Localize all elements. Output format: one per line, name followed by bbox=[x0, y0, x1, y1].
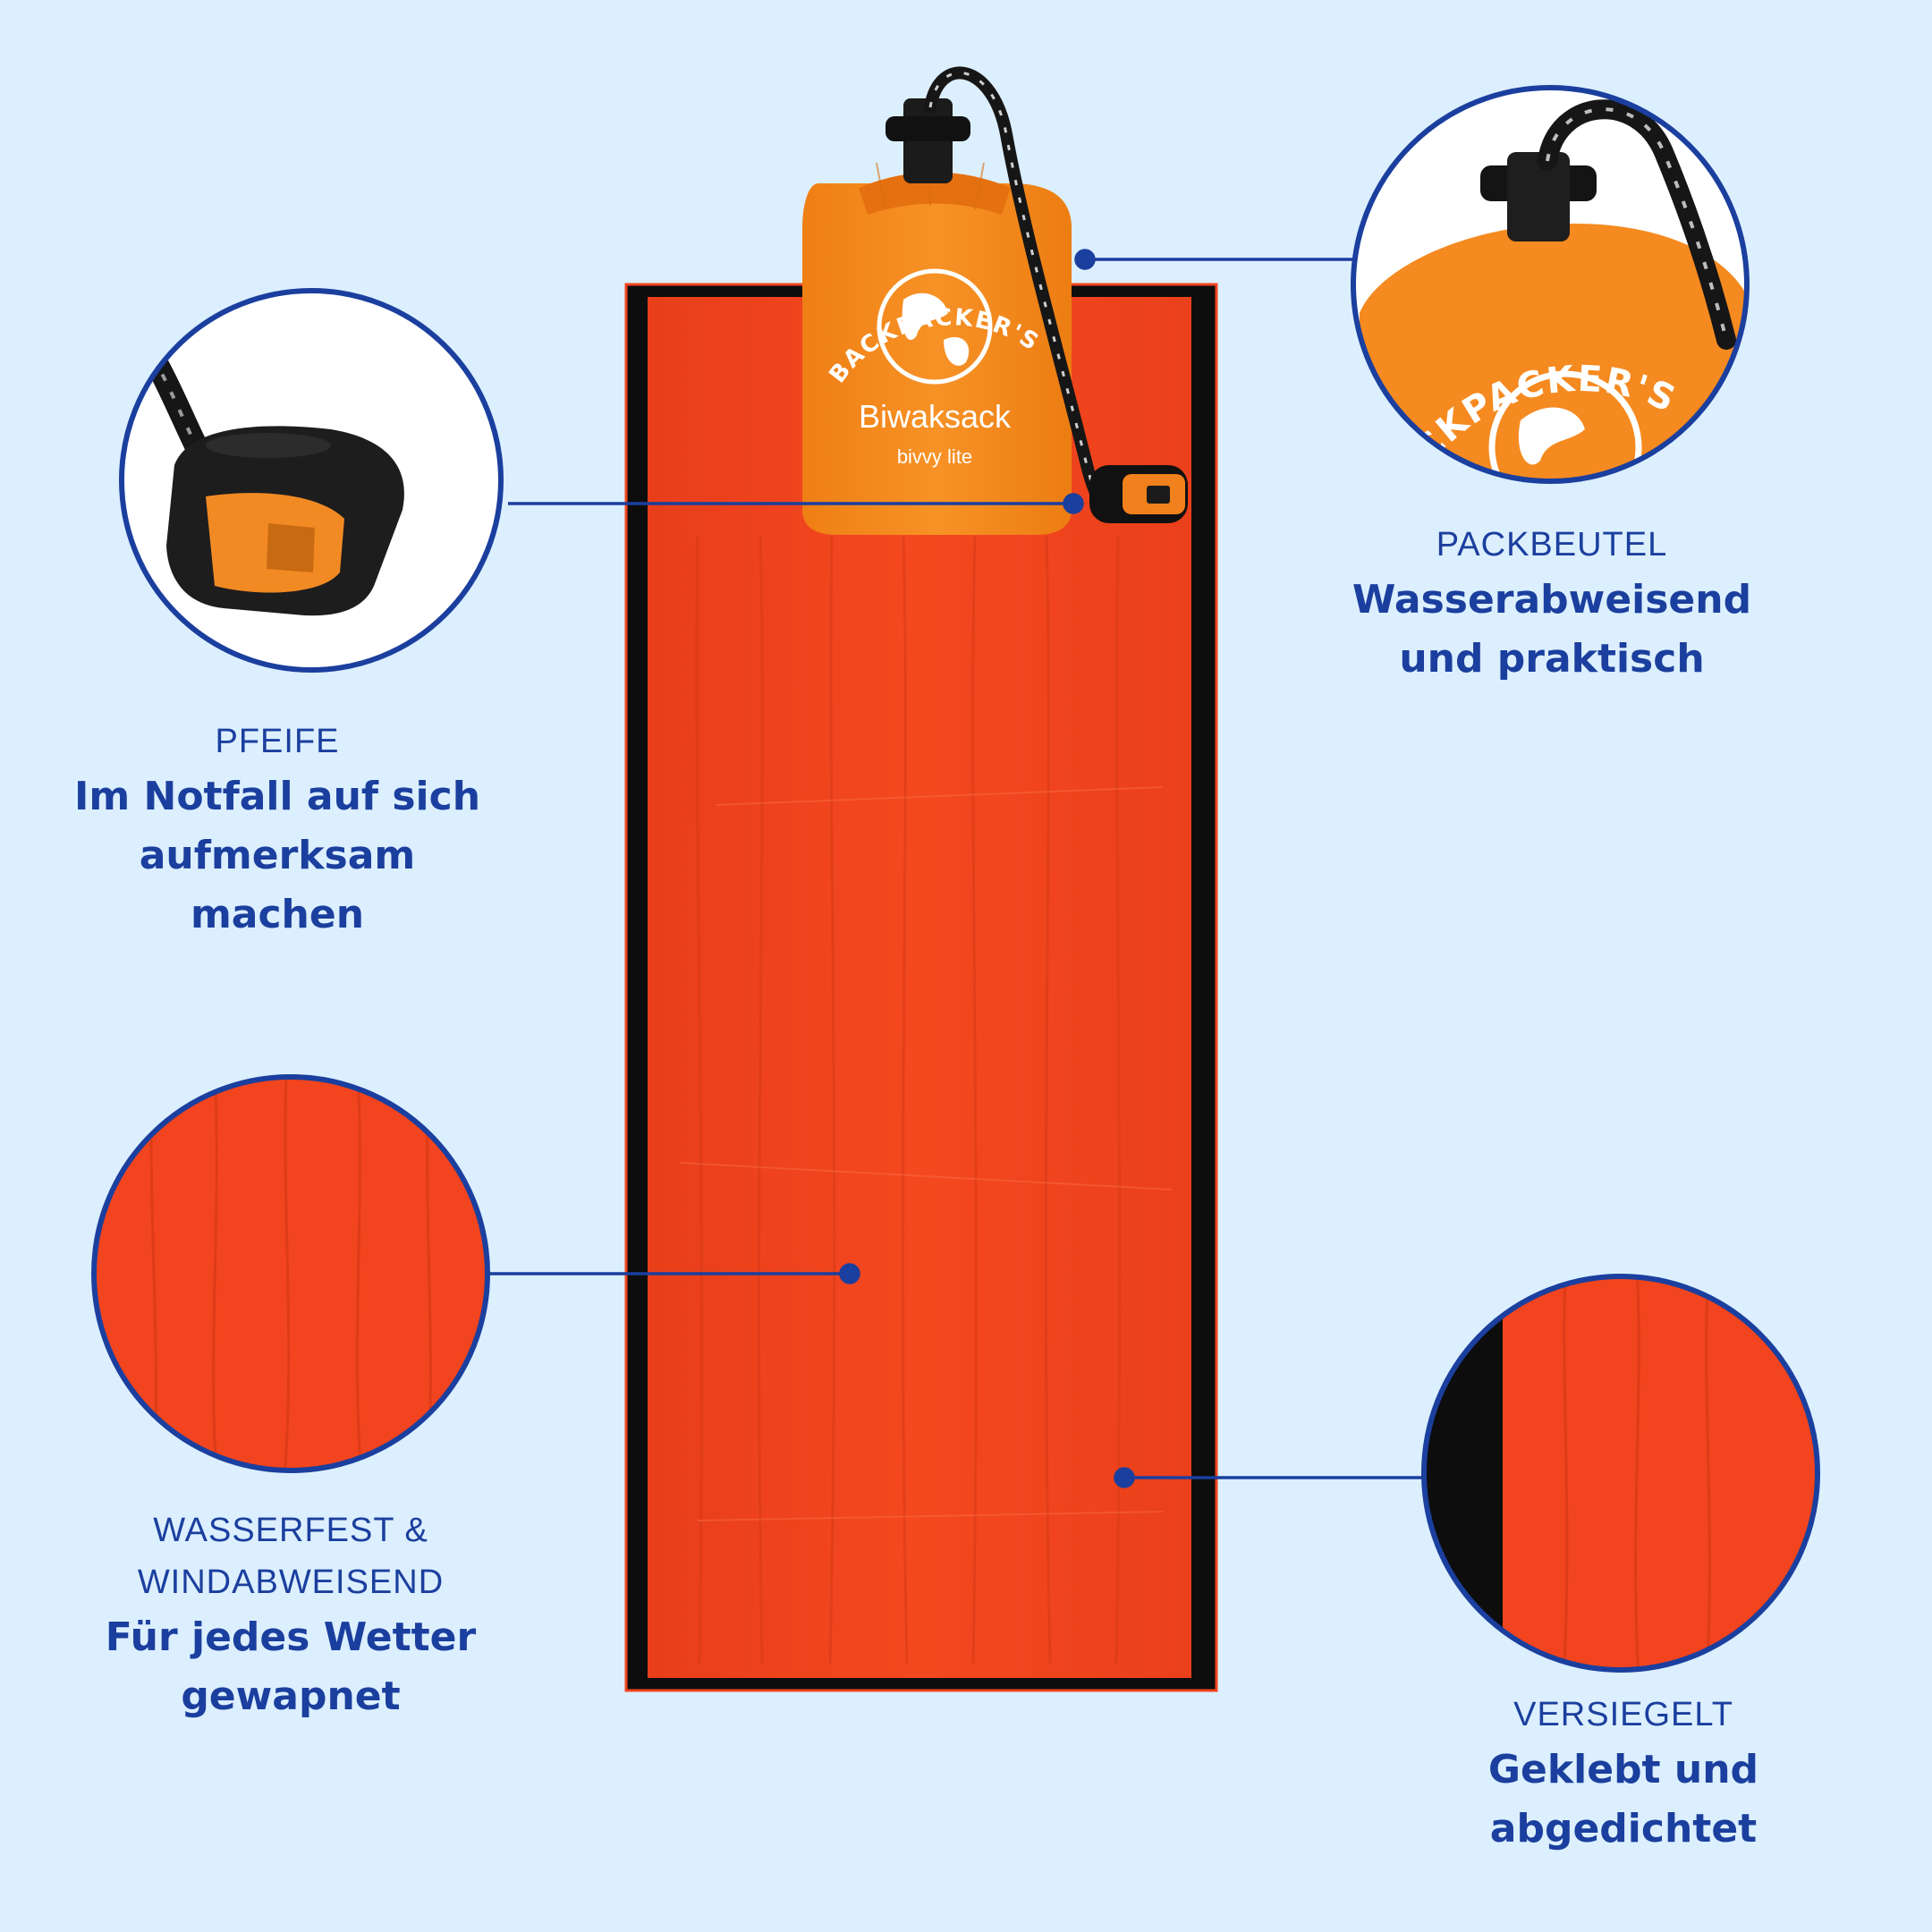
sealed-callout: VERSIEGELT Geklebt und abgedichtet bbox=[1395, 1689, 1852, 1859]
waterproof-callout: WASSERFEST & WINDABWEISEND Für jedes Wet… bbox=[36, 1504, 546, 1726]
whistle-description: Im Notfall auf sich aufmerksam machen bbox=[73, 774, 481, 937]
fabric-icon bbox=[91, 1074, 490, 1473]
fabric-connector-dot bbox=[839, 1263, 860, 1284]
whistle-icon bbox=[119, 288, 504, 673]
pouch-subtitle: bivvy lite bbox=[897, 445, 972, 468]
sealed-kicker: VERSIEGELT bbox=[1513, 1696, 1733, 1733]
sealed-description: Geklebt und abgedichtet bbox=[1487, 1747, 1759, 1852]
pouch-kicker: PACKBEUTEL bbox=[1436, 526, 1668, 564]
whistle-connector-dot bbox=[1063, 493, 1084, 514]
pouch-icon: CKPACKER'S JOURN bbox=[1351, 85, 1750, 484]
pouch-connector-dot bbox=[1074, 249, 1096, 270]
waterproof-description: Für jedes Wetter gewapnet bbox=[105, 1614, 477, 1719]
connectors bbox=[487, 249, 1424, 1488]
pouch-callout: PACKBEUTEL Wasserabweisend und praktisch bbox=[1288, 519, 1816, 689]
pouch-title: Biwaksack bbox=[859, 398, 1012, 435]
seam-connector-dot bbox=[1114, 1467, 1135, 1488]
seam-icon bbox=[1421, 1274, 1820, 1673]
waterproof-kicker: WASSERFEST & WINDABWEISEND bbox=[137, 1512, 445, 1601]
whistle-callout: PFEIFE Im Notfall auf sich aufmerksam ma… bbox=[36, 716, 519, 945]
whistle-kicker: PFEIFE bbox=[215, 723, 340, 760]
pouch-description: Wasserabweisend und praktisch bbox=[1352, 577, 1752, 682]
